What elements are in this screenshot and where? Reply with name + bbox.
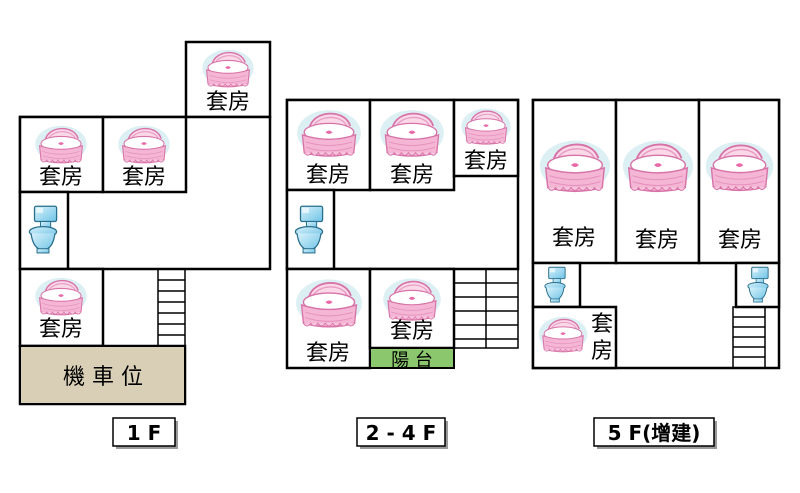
bed-icon [379,109,445,158]
floor-caption-1f: 1 F [112,417,178,449]
suite-label: 套房 [122,165,166,190]
floor-label: 5 F(增建) [608,421,701,445]
parking-fill [21,347,184,403]
bed-icon [460,107,512,145]
bed-icon [537,316,589,353]
balcony-2f [369,347,455,369]
suite-label: 套房 [718,228,762,253]
suite-label: 套房 [306,163,350,188]
bed-icon [704,140,775,193]
bed-icon [117,124,171,164]
bed-icon [296,109,362,158]
suite-label: 套房 [552,226,596,251]
floor-2-4-plan: 套房 套房 套房 套房 套房 陽 台 [285,98,520,371]
floor-1-plan: 套房 套房 套房 套房 機 車 位 [18,40,272,406]
suite-label-top: 套 [591,312,613,337]
suite-label-bottom: 房 [591,339,613,364]
stairs-2-4f [453,268,519,349]
floor-caption-2-4f: 2 - 4 F [356,417,448,449]
suite-label: 套房 [39,317,83,342]
suite-label: 套房 [39,165,83,190]
suite-label: 套房 [206,90,250,115]
stairs-1f [157,268,186,347]
bed-icon [201,48,255,88]
bed-icon [295,278,363,328]
suite-label: 套房 [306,341,350,366]
bed-icon [382,277,442,321]
bed-icon [538,139,612,193]
suite-label: 套房 [390,319,434,344]
floor-5-plan: 套房 套房 套房 套 房 [531,98,781,370]
balcony-label: 陽 台 [391,350,433,371]
bed-icon [34,276,88,316]
floor-label: 2 - 4 F [366,421,437,445]
parking-label: 機 車 位 [63,365,143,390]
suite-label: 套房 [635,228,679,253]
suite-label: 套房 [464,149,508,174]
floor-caption-5f: 5 F(增建) [593,417,717,449]
bed-icon [34,124,88,164]
suite-label: 套房 [390,163,434,188]
stairs-5f [732,306,766,369]
bed-icon [621,139,695,193]
floor-label: 1 F [127,421,162,445]
